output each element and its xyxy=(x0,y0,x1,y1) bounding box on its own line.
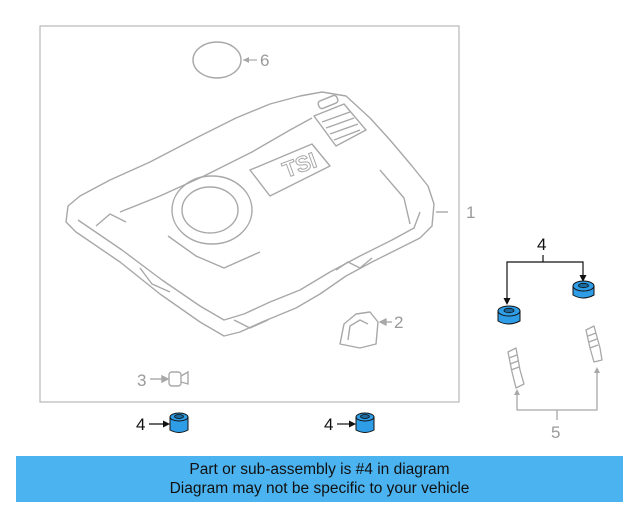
stud-arrow-left xyxy=(514,389,520,395)
engine-cover-part-1 xyxy=(65,91,448,337)
clip-part-3 xyxy=(150,370,189,387)
grommet-group-left xyxy=(497,305,521,325)
callout-6: 6 xyxy=(260,51,269,70)
callout-5: 5 xyxy=(551,423,560,442)
grommet-left xyxy=(149,412,189,433)
callout-4-left: 4 xyxy=(136,415,145,434)
callout-2: 2 xyxy=(394,313,403,332)
callout-3: 3 xyxy=(137,371,146,390)
stud-arrow-right xyxy=(594,367,600,373)
callout-1: 1 xyxy=(466,203,475,222)
callout-4-center: 4 xyxy=(324,415,333,434)
leader-arrow-right xyxy=(579,275,587,282)
diagram-frame xyxy=(39,25,460,403)
seal-part-6: 6 xyxy=(192,41,269,79)
bracket-part-2 xyxy=(339,311,392,349)
banner-line-1: Part or sub-assembly is #4 in diagram xyxy=(189,461,450,478)
grommet-group-leaders xyxy=(506,255,584,299)
callout-4-group: 4 xyxy=(537,235,546,254)
info-banner: Part or sub-assembly is #4 in diagram Di… xyxy=(16,456,623,502)
grommet-center xyxy=(337,412,375,433)
banner-line-2: Diagram may not be specific to your vehi… xyxy=(169,480,470,497)
leader-arrow-left xyxy=(503,298,511,305)
grommet-group-right xyxy=(572,280,595,299)
cover-logo: TSI xyxy=(279,147,320,182)
studs-part-5 xyxy=(507,325,603,420)
